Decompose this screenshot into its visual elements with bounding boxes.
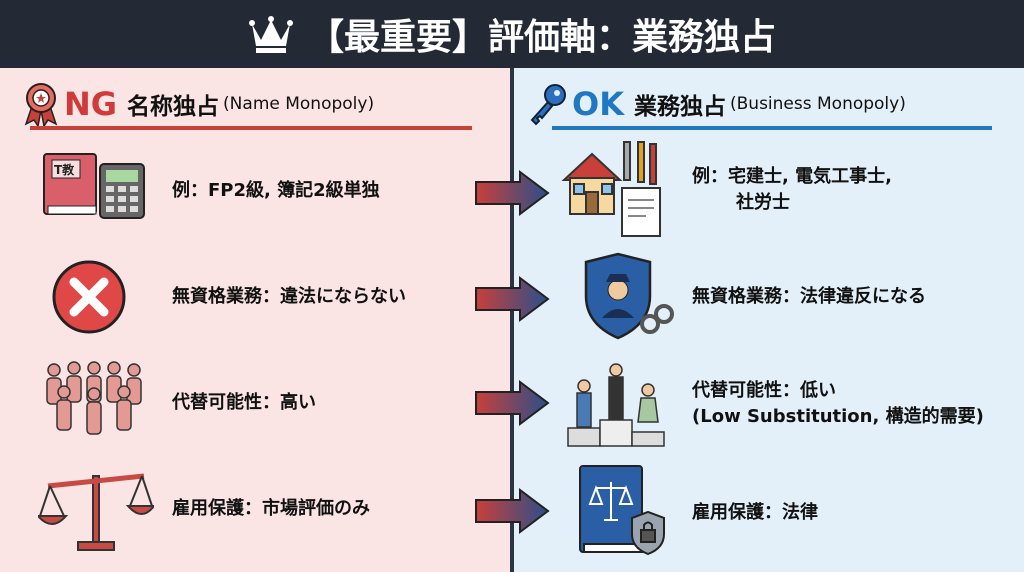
scale-icon [38, 473, 154, 551]
title-bar: 【最重要】評価軸：業務独占 [0, 0, 1024, 68]
ok-badge: OK [572, 85, 624, 123]
ng-unlicensed-work: 無資格業務：違法にならない [172, 286, 406, 307]
book-label: T教 [54, 162, 75, 177]
ng-example: 例：FP2級, 簿記2級単独 [172, 180, 380, 201]
divider [510, 68, 514, 572]
ok-substitutability-line2: (Low Substitution, 構造的需要) [692, 406, 984, 427]
ok-employment-protection: 雇用保護：法律 [692, 502, 818, 523]
arrow-icon [475, 276, 550, 322]
ng-underline [30, 126, 472, 130]
ng-heading-en: (Name Monopoly) [223, 94, 375, 114]
police-shield-handcuffs-icon [584, 252, 674, 340]
textbook-calculator-icon: T教 [43, 153, 145, 219]
ok-heading: OK 業務独占 (Business Monopoly) [528, 82, 906, 126]
podium-people-icon [567, 363, 665, 447]
ok-example-line2: 社労士 [736, 192, 790, 213]
arrow-icon [475, 380, 550, 426]
crowd-icon [46, 361, 142, 435]
ok-substitutability: 代替可能性：低い (Low Substitution, 構造的需要) [692, 378, 984, 430]
ng-badge: NG [64, 85, 118, 123]
arrow-icon [475, 170, 550, 216]
ok-heading-en: (Business Monopoly) [730, 94, 906, 114]
arrow-icon [475, 488, 550, 534]
ng-heading-text: 名称独占 [127, 94, 220, 120]
ng-employment-protection: 雇用保護：市場評価のみ [172, 498, 370, 519]
x-mark-icon [52, 260, 126, 334]
ok-substitutability-line1: 代替可能性：低い [692, 380, 836, 401]
ok-unlicensed-work: 無資格業務：法律違反になる [692, 286, 926, 307]
award-ribbon-icon [24, 83, 58, 126]
ok-example-line1: 例：宅建士, 電気工事士, [692, 166, 892, 187]
ok-heading-text: 業務独占 [634, 94, 726, 120]
crown-icon [248, 16, 293, 53]
ok-underline [552, 126, 992, 130]
ng-heading: NG 名称独占 (Name Monopoly) [22, 82, 374, 126]
house-tools-document-icon [561, 141, 661, 237]
ok-example: 例：宅建士, 電気工事士, 社労士 [692, 164, 892, 216]
law-book-lock-icon [579, 465, 665, 556]
ng-substitutability: 代替可能性：高い [172, 392, 316, 413]
page-title: 【最重要】評価軸：業務独占 [307, 17, 776, 58]
key-icon [530, 84, 566, 126]
